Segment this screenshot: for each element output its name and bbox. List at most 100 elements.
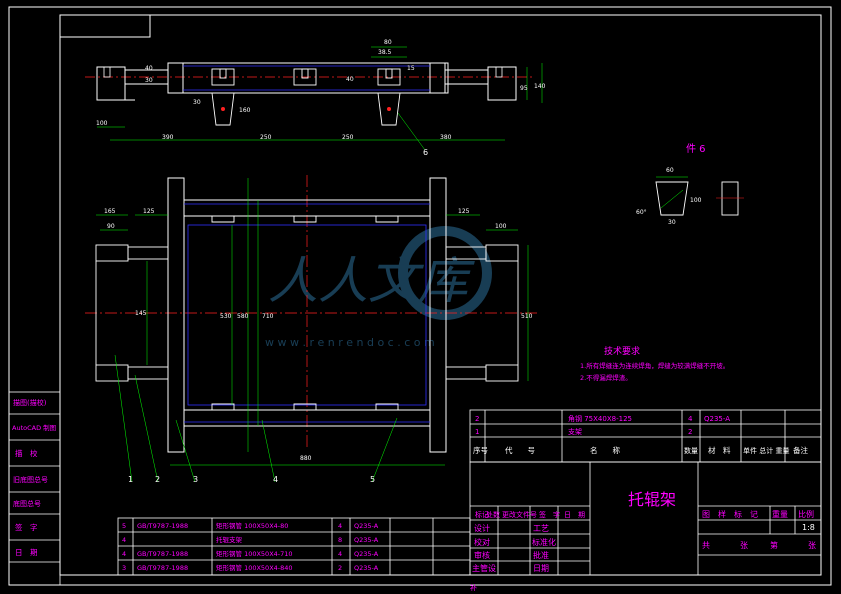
bom-lower-r3-mat: Q235-A	[354, 550, 379, 558]
bom-upper-r2-no: 1	[475, 428, 479, 436]
strip-label-1: 描图(描校)	[13, 398, 47, 407]
bom-lower-r3-no: 4	[122, 550, 126, 558]
detail6-title: 件 6	[686, 143, 706, 155]
detail6-dim-60: 60	[666, 167, 674, 174]
role-standard: 标准化	[532, 537, 556, 547]
dim-front-95: 95	[520, 85, 528, 92]
role-design: 设计	[474, 523, 490, 533]
rev-header-doc: 更改文件号	[502, 510, 537, 519]
left-strip-lines	[8, 391, 61, 586]
bom-lower-r1-code: GB/T9787-1988	[137, 522, 188, 530]
bom-lower-r2-mat: Q235-A	[354, 536, 379, 544]
bom-lower-r2-name: 托辊支架	[216, 535, 243, 544]
bom-lower-r4-qty: 2	[338, 564, 342, 572]
bom-header-weight: 单件 总计 重量	[743, 446, 789, 455]
dim-plan-580: 580	[237, 313, 249, 320]
detail6-dim-100: 100	[690, 197, 702, 204]
bom-upper-r1-no: 2	[475, 415, 479, 423]
dim-plan-125a: 125	[143, 208, 155, 215]
tech-requirements: 技术要求 1.所有焊缝连为连续焊角，焊缝为较满焊缝不开坡。 2.不得漏焊焊渣。	[580, 345, 729, 382]
bom-header-code: 代 号	[505, 445, 535, 455]
tech-req-line-1: 1.所有焊缝连为连续焊角，焊缝为较满焊缝不开坡。	[580, 361, 729, 370]
role-approve: 批准	[533, 550, 549, 560]
balloon-5: 5	[370, 475, 375, 484]
role-process: 工艺	[533, 524, 549, 533]
sheet-no-label: 第	[770, 540, 778, 550]
dim-front-390: 390	[162, 134, 174, 141]
tech-req-line-2: 2.不得漏焊焊渣。	[580, 373, 632, 382]
dim-plan-510: 510	[521, 313, 533, 320]
dim-front-30: 30	[145, 77, 153, 84]
bom-lower-r3-name: 矩形钢管 100X50X4-710	[216, 549, 293, 558]
dim-front-15: 15	[407, 65, 415, 72]
strip-label-5: 底图总号	[13, 499, 41, 508]
dim-plan-90: 90	[107, 223, 115, 230]
strip-label-6: 签 字	[15, 522, 38, 532]
role-review: 审核	[474, 550, 490, 560]
role-chief: 主管设	[472, 563, 496, 573]
sheet-no-unit: 张	[808, 541, 816, 550]
dim-front-30b: 30	[193, 99, 201, 106]
corner-label-box	[59, 14, 151, 38]
bom-lower-lines	[117, 517, 471, 576]
dim-front-250b: 250	[342, 134, 354, 141]
bom-lower-r2-no: 4	[122, 536, 126, 544]
watermark-url: w w w . r e n r e n d o c . c o m	[265, 336, 435, 349]
dim-front-80: 80	[384, 39, 392, 46]
bom-upper-r1-qty: 4	[688, 415, 693, 423]
balloon-4: 4	[273, 475, 278, 484]
bom-header-name: 名 称	[590, 445, 620, 455]
bom-lower-row-4: 3 GB/T9787-1988 矩形钢管 100X50X4-840 2 Q235…	[122, 563, 379, 572]
stage-label: 图 样 标 记	[702, 509, 758, 519]
dim-plan-125b: 125	[458, 208, 470, 215]
bom-lower-r4-code: GB/T9787-1988	[137, 564, 188, 572]
bom-lower-row-2: 4 托辊支架 8 Q235-A	[122, 535, 379, 544]
bom-upper-r1-name: 角钢 75X40X8-125	[568, 414, 632, 423]
strip-label-3: 描 校	[15, 448, 38, 458]
plan-view: 165 90 125 125 100 145 530 580 710 510 8…	[85, 175, 540, 484]
bom-lower-r4-name: 矩形钢管 100X50X4-840	[216, 563, 293, 572]
scale-value: 1:8	[802, 523, 815, 532]
dim-front-250a: 250	[260, 134, 272, 141]
dim-plan-710: 710	[262, 313, 274, 320]
watermark-text: 人人文库	[268, 252, 475, 310]
watermark: 人人文库 w w w . r e n r e n d o c . c o m	[265, 226, 492, 349]
dim-plan-165: 165	[104, 208, 116, 215]
bom-lower-r4-no: 3	[122, 564, 126, 572]
scale-label: 比例	[798, 509, 814, 519]
dim-plan-100: 100	[495, 223, 507, 230]
bom-upper-r2-name: 支架	[568, 427, 582, 436]
bom-header-qty: 数量	[684, 446, 698, 455]
bom-lower-r1-qty: 4	[338, 522, 342, 530]
balloon-1: 1	[128, 475, 133, 484]
bom-upper-r1-mat: Q235-A	[704, 415, 730, 423]
bom-lower-r1-mat: Q235-A	[354, 522, 379, 530]
strip-label-2: AutoCAD 制图	[12, 423, 56, 432]
dim-plan-530: 530	[220, 313, 232, 320]
dim-plan-145: 145	[135, 310, 147, 317]
sheet-total-unit: 张	[740, 541, 748, 550]
bom-lower-r1-no: 5	[122, 522, 126, 530]
rev-header-count: 处数	[486, 510, 500, 519]
rev-header-mark: 标记	[475, 510, 489, 519]
front-view: 100 390 250 250 380 80 38.5 15 40 30 40 …	[85, 39, 546, 157]
bom-header-note: 备注	[793, 445, 808, 455]
dim-front-160: 160	[239, 107, 251, 114]
dim-front-40a: 40	[145, 65, 153, 72]
bom-lower-r1-name: 矩形钢管 100X50X4-80	[216, 521, 288, 530]
bom-lower-r2-qty: 8	[338, 536, 342, 544]
strip-label-4: 旧底图总号	[13, 475, 48, 484]
detail6-dim-30: 30	[668, 219, 676, 226]
watermark-ring	[398, 226, 492, 320]
outer-frame	[8, 6, 832, 586]
balloon-2: 2	[155, 475, 160, 484]
bom-lower-r3-qty: 4	[338, 550, 342, 558]
detail-part-6: 件 6 60 30 100 60°	[636, 143, 744, 226]
balloon-6: 6	[423, 148, 428, 157]
strip-label-7: 日 期	[15, 548, 38, 557]
drawing-title: 托辊架	[628, 490, 676, 509]
bom-lower-row-1: 5 GB/T9787-1988 矩形钢管 100X50X4-80 4 Q235-…	[122, 521, 379, 530]
dim-front-100: 100	[96, 120, 108, 127]
bom-header-no: 序号	[473, 445, 488, 455]
